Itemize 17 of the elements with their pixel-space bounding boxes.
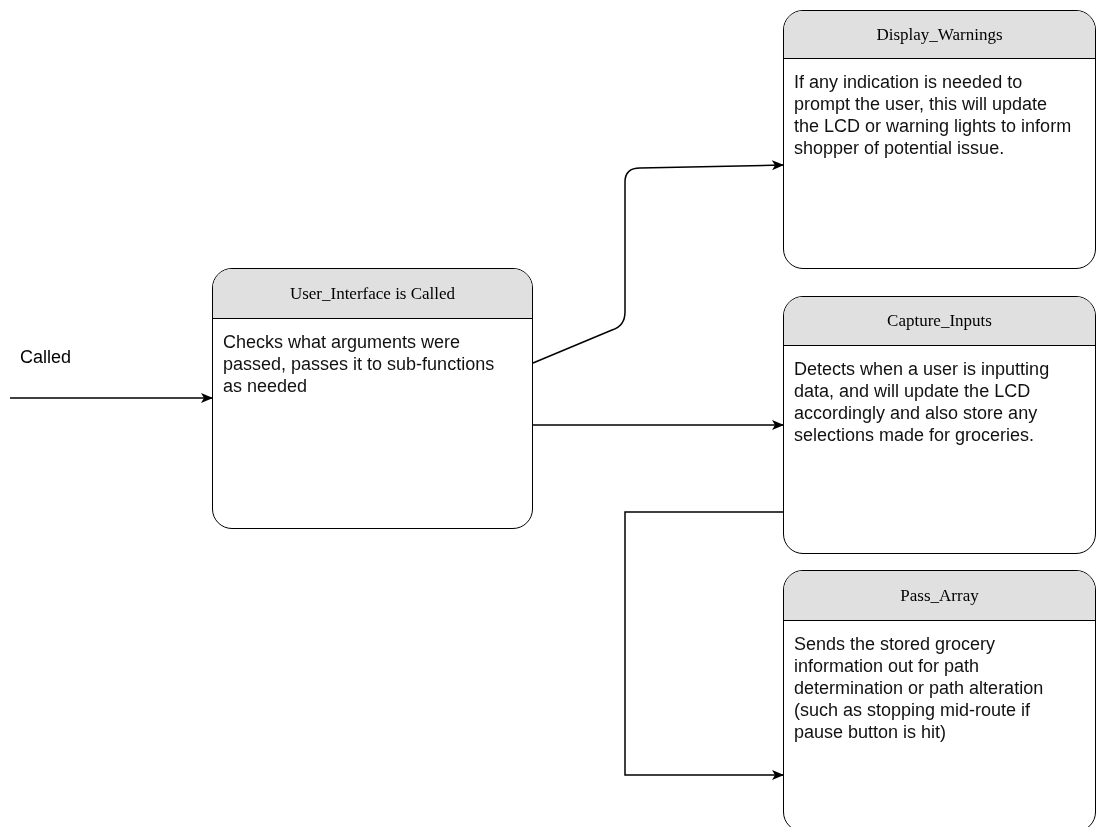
description-text: Detects when a user is inputting data, and will update the LCD accordingly and also store any selections made for groceries. (794, 358, 1051, 446)
process-box (783, 296, 1096, 554)
edge-label: Called (20, 347, 72, 368)
description-text: Sends the stored grocery information out for path determination or path alteration (such as stopping mid-route if pause button is hit) (794, 633, 1045, 743)
arrow (624, 511, 784, 780)
box-header: Pass_Array (784, 571, 1095, 621)
box-header: Display_Warnings (784, 11, 1095, 59)
box-header: Capture_Inputs (784, 297, 1095, 346)
arrow (532, 420, 784, 430)
process-box (212, 268, 533, 529)
box-header: User_Interface is Called (213, 269, 532, 319)
process-box (783, 570, 1096, 827)
description-text: Checks what arguments were passed, passes it to sub-functions as needed (223, 331, 496, 397)
process-box (783, 10, 1096, 269)
description-text: If any indication is needed to prompt the user, this will update the LCD or warning lights to inform shopper of potential issue. (794, 71, 1073, 159)
arrow (532, 160, 784, 364)
arrow (9, 393, 213, 403)
